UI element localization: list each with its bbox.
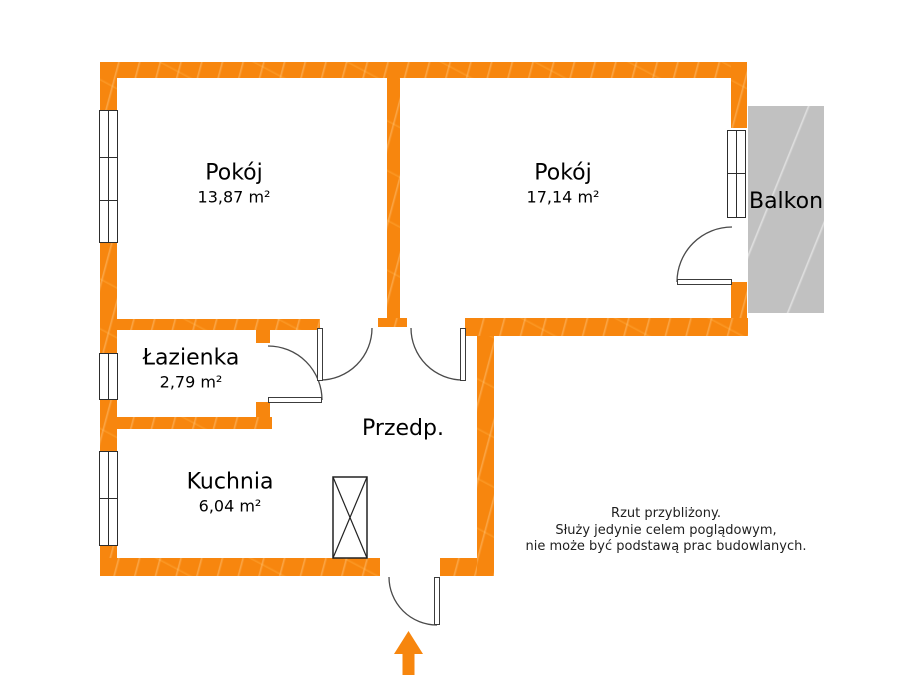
room2-label: Pokój 17,14 m² [526,160,600,207]
window-balcony [727,130,746,218]
wall-bottom-left [100,558,380,576]
window-divider [100,200,117,202]
disclaimer-line-3: nie może być podstawą prac budowlanych. [525,539,807,554]
disclaimer-line-1: Rzut przybliżony. [611,506,721,521]
wall-bathroom-stub-bottom [256,402,270,417]
hallway-name: Przedp. [362,416,444,441]
door-leaf-room1 [317,328,323,381]
entrance-arrow-icon [394,631,423,675]
door-arc-room1 [319,327,373,381]
balcony-area: Balkon [748,106,824,313]
door-leaf-room2 [460,328,466,381]
door-leaf-bathroom [268,397,322,403]
room2-area: 17,14 m² [526,187,600,207]
wall-right-mid [731,282,747,318]
disclaimer-line-2: Służy jedynie celem poglądowym, [555,522,777,538]
wall-top [100,62,747,78]
room1-name: Pokój [205,160,263,186]
ventilation-shaft-symbol [332,476,368,559]
window-divider [100,498,117,500]
window-mullion [107,354,110,399]
kitchen-label: Kuchnia 6,04 m² [186,469,274,516]
window-divider [100,157,117,159]
wall-room-divider [387,78,400,318]
wall-kitchen-top [115,417,272,429]
wall-bathroom-stub-top [256,330,270,343]
door-leaf-balcony [677,279,732,285]
window-kitchen [99,451,118,546]
window-divider [728,173,745,175]
room2-name: Pokój [534,160,592,186]
hallway-label: Przedp. [362,417,444,441]
window-mullion [107,111,110,242]
window-room1 [99,110,118,243]
bathroom-label: Łazienka 2,79 m² [142,345,240,392]
window-bathroom [99,353,118,400]
wall-hallway-right [477,336,494,576]
kitchen-area: 6,04 m² [198,496,262,516]
door-arc-balcony [676,226,733,283]
bathroom-area: 2,79 m² [159,372,223,392]
door-arc-bathroom [267,345,323,401]
wall-room2-bottom [465,318,748,336]
room1-area: 13,87 m² [197,187,271,207]
wall-room-divider-foot [378,318,407,327]
room1-label: Pokój 13,87 m² [197,160,271,207]
disclaimer-text: Rzut przybliżony. Służy jedynie celem po… [476,506,856,556]
balcony-label: Balkon [748,189,824,214]
bathroom-name: Łazienka [142,345,240,371]
wall-bathroom-top [115,319,320,330]
door-leaf-entrance [434,577,440,625]
door-arc-entrance [388,576,438,626]
kitchen-name: Kuchnia [186,469,274,495]
door-arc-room2 [410,327,464,381]
wall-right-top [731,62,747,128]
